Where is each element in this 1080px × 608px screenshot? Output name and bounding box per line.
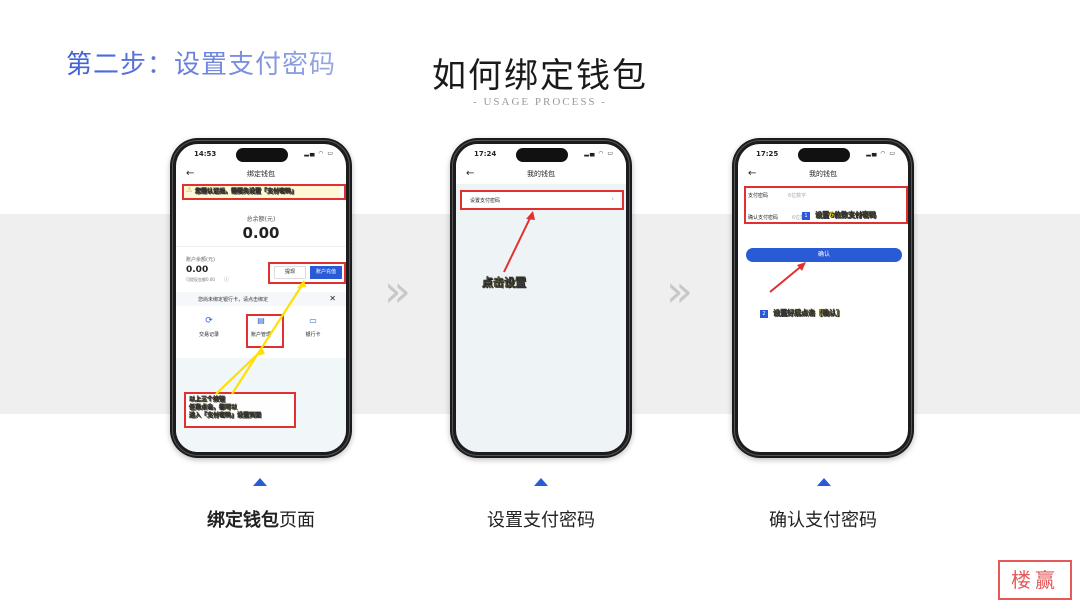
tile-label: 银行卡 [305, 332, 321, 338]
caption-bind-wallet: 绑定钱包页面 [161, 506, 361, 532]
caption-rest: 页面 [279, 510, 315, 531]
confirm-button[interactable]: 确认 [746, 248, 902, 262]
tile-transaction-records[interactable]: ⟳ 交易记录 [184, 316, 234, 350]
bind-prompt-text: 您尚未绑定银行卡，请点击绑定 [198, 297, 269, 303]
annotation-text: 点击设置 [482, 276, 526, 289]
highlight-tile [246, 314, 284, 348]
phone-confirm-password: 17:25 ▂▄ ◠ ▭ ← 我的钱包 支付密码 6位数字 确认支付密码 6位数… [732, 138, 914, 458]
phone-notch [236, 148, 288, 162]
set-password-row-label: 设置支付密码 [470, 198, 501, 204]
bank-card-icon: ▭ [309, 316, 317, 325]
back-arrow-icon[interactable]: ← [748, 168, 757, 179]
caret-up-icon [253, 478, 267, 486]
total-label: 总余额(元) [246, 216, 276, 223]
page-subtitle: - USAGE PROCESS - [473, 96, 607, 108]
nav-bar: ← 绑定钱包 [176, 166, 346, 182]
back-arrow-icon[interactable]: ← [466, 168, 475, 179]
divider [176, 246, 346, 247]
set-password-row[interactable]: 设置支付密码 › [462, 192, 620, 208]
chevron-right-icon: » [666, 266, 693, 317]
account-value: 0.00 [186, 265, 209, 275]
back-arrow-icon[interactable]: ← [186, 168, 195, 179]
total-value: 0.00 [242, 224, 280, 242]
bind-prompt-bar[interactable]: 您尚未绑定银行卡，请点击绑定 ✕ [176, 292, 346, 306]
step-number-badge: 2 [760, 310, 768, 318]
page-title: 如何绑定钱包 [432, 56, 648, 96]
status-bar: 14:53 ▂▄ ◠ ▭ [176, 150, 346, 162]
caret-up-icon [534, 478, 548, 486]
status-bar: 17:25 ▂▄ ◠ ▭ [738, 150, 908, 162]
signal-wifi-battery-icon: ▂▄ ◠ ▭ [584, 150, 614, 157]
phone-bind-wallet: 14:53 ▂▄ ◠ ▭ ← 绑定钱包 ⚠ 您需认证后，需要先设置「支付密码」 … [170, 138, 352, 458]
withdraw-label: 提现 [284, 269, 295, 275]
nav-title: 绑定钱包 [247, 170, 275, 178]
password-input[interactable]: 6位数字 [788, 193, 807, 199]
caption-bold: 绑定钱包 [207, 510, 279, 531]
warning-text: 您需认证后，需要先设置「支付密码」 [195, 188, 298, 195]
recharge-button[interactable]: 账户充值 [310, 266, 342, 279]
recharge-label: 账户充值 [315, 269, 336, 275]
confirm-button-label: 确认 [817, 251, 830, 258]
annotation-2: 2 设置好后点击【确认】 [760, 300, 843, 319]
nav-title: 我的钱包 [527, 170, 555, 178]
password-label: 支付密码 [748, 193, 769, 199]
phone-my-wallet: 17:24 ▂▄ ◠ ▭ ← 我的钱包 设置支付密码 › 点击设置 [450, 138, 632, 458]
tile-bank-card[interactable]: ▭ 银行卡 [288, 316, 338, 350]
signal-wifi-battery-icon: ▂▄ ◠ ▭ [866, 150, 896, 157]
account-label: 账户余额(元) [186, 257, 215, 263]
nav-title: 我的钱包 [809, 170, 837, 178]
available-note: 可提现金额0.00 [186, 277, 215, 282]
refresh-icon: ⟳ [205, 316, 213, 326]
phone-notch [798, 148, 850, 162]
annotation-text: 以上三个按钮 任意点击，都可以 进入「支付密码」设置页面 [189, 396, 262, 419]
caption-confirm-password: 确认支付密码 [769, 510, 877, 531]
annotation-text: 设置好后点击【确认】 [773, 309, 844, 317]
tile-label: 交易记录 [198, 332, 219, 338]
highlight-buttons [268, 262, 346, 284]
status-time: 14:53 [194, 150, 217, 158]
confirm-password-label: 确认支付密码 [748, 215, 779, 221]
phone-screen: 14:53 ▂▄ ◠ ▭ ← 绑定钱包 ⚠ 您需认证后，需要先设置「支付密码」 … [176, 144, 346, 452]
highlight-warning [182, 184, 346, 200]
chevron-right-icon: › [611, 195, 614, 203]
annotation-1: 1 设置6位数支付密码 [802, 202, 876, 221]
watermark-seal: 楼赢 [998, 560, 1072, 600]
withdraw-button[interactable]: 提现 [274, 266, 306, 279]
annotation-text: 设置6位数支付密码 [815, 211, 876, 219]
status-time: 17:25 [756, 150, 779, 158]
phone-notch [516, 148, 568, 162]
step-number-badge: 1 [802, 212, 810, 220]
confirm-password-input[interactable]: 6位数字 [792, 214, 810, 221]
phone-screen: 17:24 ▂▄ ◠ ▭ ← 我的钱包 设置支付密码 › 点击设置 [456, 144, 626, 452]
caret-up-icon [817, 478, 831, 486]
info-icon: ⓘ [224, 277, 230, 283]
step-title: 第二步：设置支付密码 [66, 44, 336, 81]
highlight-fields [744, 186, 908, 224]
warning-icon: ⚠ [186, 186, 193, 194]
warning-bar: ⚠ 您需认证后，需要先设置「支付密码」 [182, 184, 340, 198]
status-bar: 17:24 ▂▄ ◠ ▭ [456, 150, 626, 162]
signal-wifi-battery-icon: ▂▄ ◠ ▭ [304, 150, 334, 157]
nav-bar: ← 我的钱包 [456, 166, 626, 182]
status-time: 17:24 [474, 150, 497, 158]
close-icon[interactable]: ✕ [329, 294, 336, 303]
phone-screen: 17:25 ▂▄ ◠ ▭ ← 我的钱包 支付密码 6位数字 确认支付密码 6位数… [738, 144, 908, 452]
highlight-row [460, 190, 624, 210]
nav-bar: ← 我的钱包 [738, 166, 908, 182]
caption-set-password: 设置支付密码 [487, 510, 595, 531]
annotation-box: 以上三个按钮 任意点击，都可以 进入「支付密码」设置页面 [184, 392, 296, 428]
chevron-right-icon: » [384, 266, 411, 317]
